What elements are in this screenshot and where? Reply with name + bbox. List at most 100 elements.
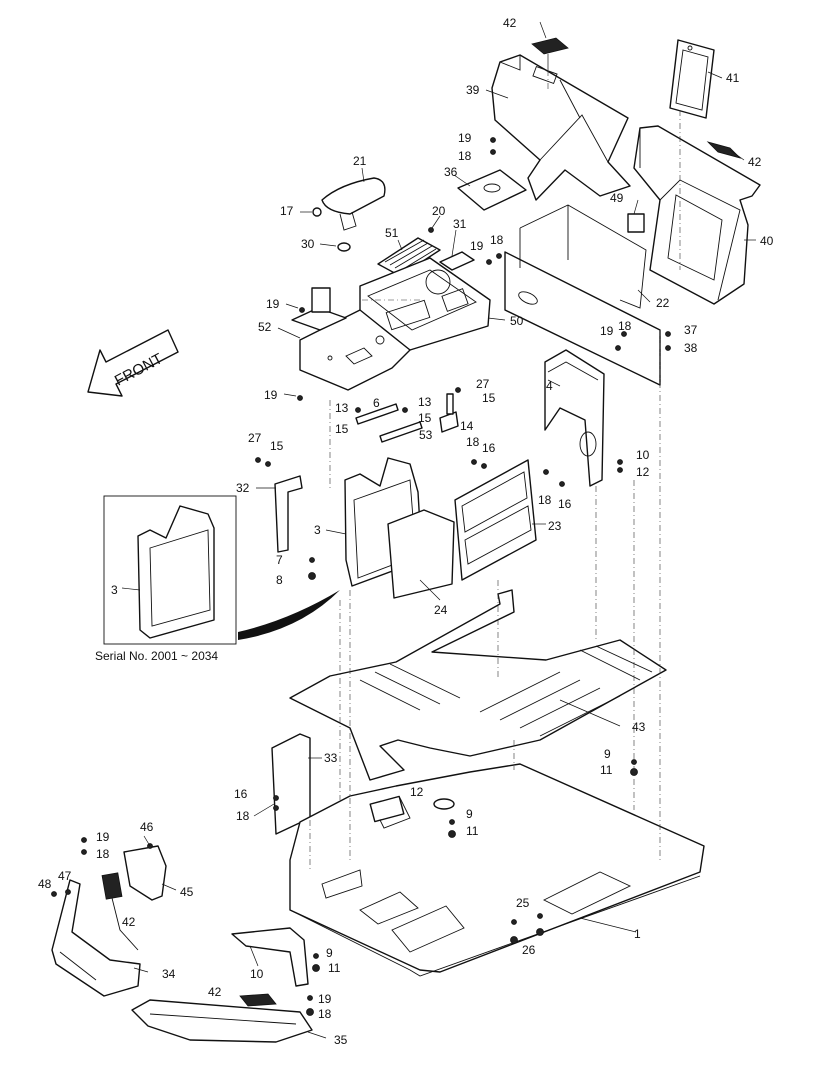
part-45-cover [123, 845, 167, 901]
callout: 20 [432, 204, 446, 218]
callout: 48 [38, 877, 52, 891]
callout: 15 [418, 411, 432, 425]
part-51-grille [377, 237, 441, 277]
part-40-right-cover [633, 125, 761, 305]
callout: 18 [236, 809, 250, 823]
callout: 43 [632, 720, 646, 734]
callout: 13 [418, 395, 432, 409]
callout: 18 [96, 847, 110, 861]
callout: 19 [96, 830, 110, 844]
callout: 1 [634, 927, 641, 941]
callout: 38 [684, 341, 698, 355]
callout: 9 [326, 946, 333, 960]
callout: 40 [760, 234, 774, 248]
callout: 36 [444, 165, 458, 179]
part-6-bar [355, 403, 399, 425]
callout: 18 [466, 435, 480, 449]
callout: 14 [460, 419, 474, 433]
callout: 34 [162, 967, 176, 981]
callout-labels: 42 41 39 42 19 18 36 49 40 21 17 20 31 5… [38, 16, 774, 1047]
part-52-mount [291, 287, 347, 331]
part-39-upper-cover [491, 54, 631, 201]
callout: 9 [604, 747, 611, 761]
callout: 19 [266, 297, 280, 311]
callout: 10 [250, 967, 264, 981]
part-42-grip-top [531, 37, 569, 70]
part-42-grip-bottom [239, 993, 277, 1007]
callout: 41 [726, 71, 740, 85]
callout: 26 [522, 943, 536, 957]
part-42-grip-right [706, 141, 742, 159]
part-35-front-step [131, 999, 313, 1043]
alignment-lines [309, 70, 681, 870]
part-10-lower-bracket [231, 927, 309, 987]
callout: 13 [335, 401, 349, 415]
callout: 24 [434, 603, 448, 617]
callout: 8 [276, 573, 283, 587]
callout: 10 [636, 448, 650, 462]
callout: 27 [476, 377, 490, 391]
callout: 11 [466, 824, 479, 838]
callout: 12 [410, 785, 424, 799]
callout: 15 [482, 391, 496, 405]
callout: 22 [656, 296, 670, 310]
leader-lines [121, 21, 756, 1039]
callout: 25 [516, 896, 530, 910]
callout: 3 [111, 583, 118, 597]
part-32-bracket [274, 475, 303, 553]
callout: 11 [600, 763, 613, 777]
callout: 9 [466, 807, 473, 821]
fasteners [51, 137, 671, 1016]
callout: 4 [546, 379, 553, 393]
callout: 19 [458, 131, 472, 145]
part-14-bracket [439, 393, 459, 433]
callout: 42 [503, 16, 517, 30]
callout: 16 [234, 787, 248, 801]
callout: 21 [353, 154, 367, 168]
callout: 17 [280, 204, 294, 218]
callout: 52 [258, 320, 272, 334]
callout: 49 [610, 191, 624, 205]
callout: 19 [600, 324, 614, 338]
callout: 30 [301, 237, 315, 251]
callout: 42 [748, 155, 762, 169]
part-21-seat-cushion [321, 177, 386, 231]
callout: 18 [318, 1007, 332, 1021]
callout: 19 [318, 992, 332, 1006]
callout: 18 [458, 149, 472, 163]
callout: 39 [466, 83, 480, 97]
part-33-side-plate [271, 733, 311, 835]
inset-detail-box: Serial No. 2001 ~ 2034 [95, 495, 237, 663]
part-24-lower-panel [387, 509, 455, 599]
callout: 31 [453, 217, 467, 231]
part-34-left-step [51, 879, 141, 997]
part-52-console-base [299, 309, 411, 391]
callout: 32 [236, 481, 250, 495]
callout: 15 [270, 439, 284, 453]
part-53-bar [379, 421, 423, 443]
callout: 42 [122, 915, 136, 929]
callout: 47 [58, 869, 72, 883]
callout: 6 [373, 396, 380, 410]
callout: 15 [335, 422, 349, 436]
callout: 16 [558, 497, 572, 511]
callout: 19 [264, 388, 278, 402]
callout: 50 [510, 314, 524, 328]
inset-pointer-arrow [238, 590, 340, 640]
part-41-window-panel [669, 39, 715, 119]
inset-caption: Serial No. 2001 ~ 2034 [95, 649, 218, 663]
part-43-floor-plate [289, 589, 667, 781]
callout: 45 [180, 885, 194, 899]
callout: 53 [419, 428, 433, 442]
callout: 18 [538, 493, 552, 507]
callout: 18 [618, 319, 632, 333]
part-1-base-frame [289, 763, 705, 977]
part-17-bolt [312, 207, 322, 217]
part-4-rear-support [544, 349, 605, 487]
callout: 23 [548, 519, 562, 533]
callout: 12 [636, 465, 650, 479]
callout: 37 [684, 323, 698, 337]
callout: 3 [314, 523, 321, 537]
callout: 11 [328, 961, 341, 975]
